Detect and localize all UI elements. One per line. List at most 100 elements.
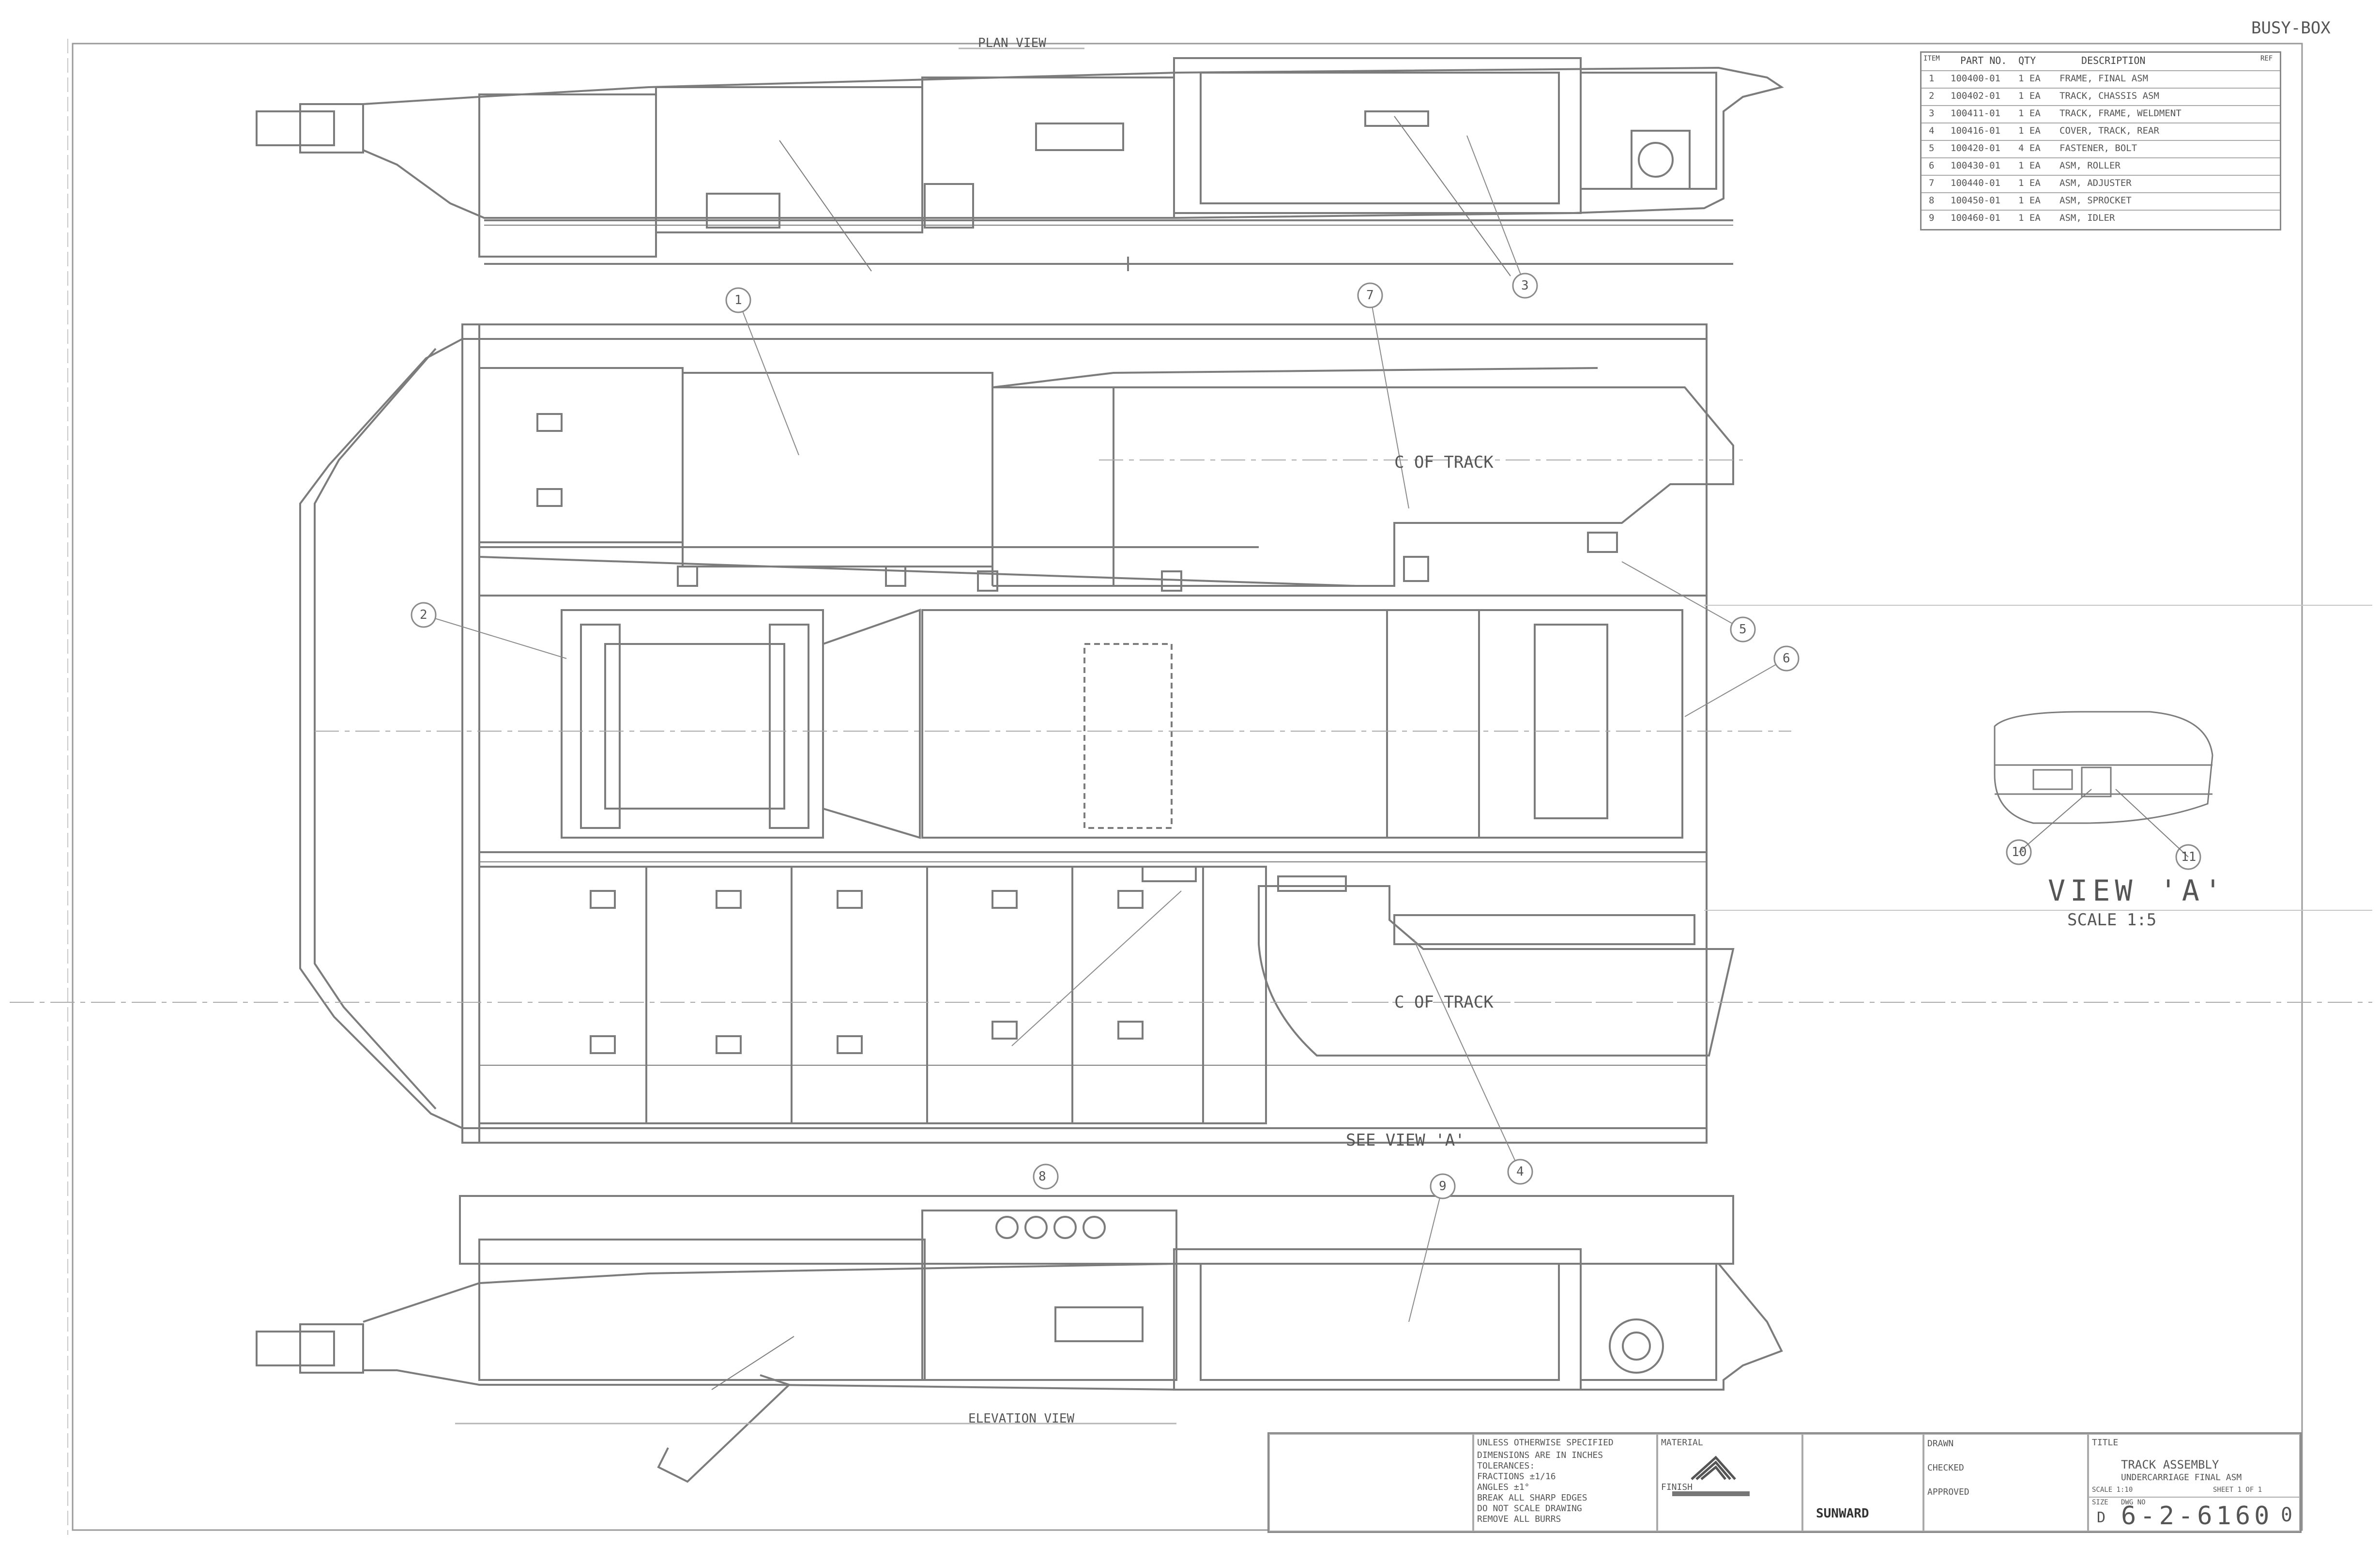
bom-item: 9 bbox=[1929, 213, 1935, 223]
bom-qty: 1 EA bbox=[2018, 125, 2041, 136]
size-label: SIZE bbox=[2092, 1499, 2108, 1506]
bom-header-qty: QTY bbox=[2018, 55, 2036, 66]
bom-row: 7 100440-01 1 EA ASM, ADJUSTER bbox=[1922, 175, 2280, 192]
centerline-note-lower: C OF TRACK bbox=[1394, 993, 1494, 1012]
bom-part: 100450-01 bbox=[1951, 195, 2000, 206]
bom-header-row: ITEM NO PART NO. QTY DESCRIPTION REF bbox=[1922, 53, 2280, 69]
view-a-detail bbox=[1994, 711, 2213, 858]
bom-part: 100416-01 bbox=[1951, 125, 2000, 136]
sheet-label: SHEET 1 OF 1 bbox=[2213, 1486, 2262, 1494]
note-line: DIMENSIONS ARE IN INCHES bbox=[1477, 1450, 1603, 1460]
note-line: BREAK ALL SHARP EDGES bbox=[1477, 1493, 1587, 1503]
bom-part: 100420-01 bbox=[1951, 143, 2000, 153]
scale-label: SCALE 1:10 bbox=[2092, 1486, 2133, 1494]
balloon-number: 9 bbox=[1439, 1179, 1447, 1194]
balloon-number: 11 bbox=[2181, 850, 2197, 864]
bom-row: 1 100400-01 1 EA FRAME, FINAL ASM bbox=[1922, 70, 2280, 87]
bom-item: 1 bbox=[1929, 73, 1935, 84]
bom-qty: 1 EA bbox=[2018, 91, 2041, 101]
balloon-number: 8 bbox=[1038, 1169, 1046, 1184]
plan-view bbox=[299, 323, 1735, 1144]
bom-item: 7 bbox=[1929, 178, 1935, 188]
bottom-elevation-view bbox=[256, 1195, 1783, 1483]
balloon-circles bbox=[411, 273, 2201, 1199]
bom-part: 100402-01 bbox=[1951, 91, 2000, 101]
bom-part: 100411-01 bbox=[1951, 108, 2000, 119]
balloon-number: 4 bbox=[1516, 1164, 1524, 1179]
size-value: D bbox=[2097, 1509, 2106, 1526]
bom-row: 6 100430-01 1 EA ASM, ROLLER bbox=[1922, 157, 2280, 174]
centerline-note-upper: C OF TRACK bbox=[1394, 453, 1494, 472]
bom-desc: TRACK, FRAME, WELDMENT bbox=[2060, 108, 2182, 119]
bom-header-ref: REF bbox=[2260, 55, 2273, 62]
bom-item: 4 bbox=[1929, 125, 1935, 136]
bom-row: 3 100411-01 1 EA TRACK, FRAME, WELDMENT bbox=[1922, 105, 2280, 122]
bom-qty: 1 EA bbox=[2018, 160, 2041, 171]
checked-label: CHECKED bbox=[1927, 1463, 1964, 1473]
bom-qty: 1 EA bbox=[2018, 178, 2041, 188]
bom-qty: 1 EA bbox=[2018, 213, 2041, 223]
title-block: UNLESS OTHERWISE SPECIFIED DIMENSIONS AR… bbox=[1267, 1432, 2302, 1533]
note-line: FRACTIONS ±1/16 bbox=[1477, 1471, 1556, 1482]
bom-row: 9 100460-01 1 EA ASM, IDLER bbox=[1922, 210, 2280, 227]
drawing-number: 6-2-6160 bbox=[2121, 1501, 2273, 1531]
drawing-subtitle: UNDERCARRIAGE FINAL ASM bbox=[2121, 1472, 2242, 1483]
bom-desc: ASM, ROLLER bbox=[2060, 160, 2121, 171]
bom-header-item: ITEM NO bbox=[1923, 55, 1943, 62]
section-label-top: PLAN VIEW bbox=[978, 36, 1046, 50]
leader-lines bbox=[423, 135, 1787, 1322]
bom-part: 100430-01 bbox=[1951, 160, 2000, 171]
bom-item: 2 bbox=[1929, 91, 1935, 101]
bom-desc: ASM, ADJUSTER bbox=[2060, 178, 2132, 188]
bom-desc: COVER, TRACK, REAR bbox=[2060, 125, 2159, 136]
revision: 0 bbox=[2281, 1504, 2293, 1526]
note-line: DO NOT SCALE DRAWING bbox=[1477, 1503, 1582, 1514]
bom-desc: ASM, SPROCKET bbox=[2060, 195, 2132, 206]
finish-label: FINISH bbox=[1661, 1482, 1693, 1492]
bom-qty: 1 EA bbox=[2018, 195, 2041, 206]
bom-qty: 1 EA bbox=[2018, 73, 2041, 84]
approved-label: APPROVED bbox=[1927, 1487, 1969, 1497]
bom-qty: 1 EA bbox=[2018, 108, 2041, 119]
section-label-bottom: ELEVATION VIEW bbox=[968, 1411, 1075, 1426]
bom-qty: 4 EA bbox=[2018, 143, 2041, 153]
view-a-title: VIEW 'A' bbox=[2048, 874, 2227, 908]
bom-item: 5 bbox=[1929, 143, 1935, 153]
dwg-label: DWG NO bbox=[2121, 1499, 2146, 1506]
balloon-number: 5 bbox=[1739, 622, 1747, 637]
bom-desc: TRACK, CHASSIS ASM bbox=[2060, 91, 2159, 101]
bom-desc: FRAME, FINAL ASM bbox=[2060, 73, 2149, 84]
bom-item: 8 bbox=[1929, 195, 1935, 206]
bom-row: 8 100450-01 1 EA ASM, SPROCKET bbox=[1922, 192, 2280, 209]
balloon-number: 10 bbox=[2012, 845, 2027, 859]
bom-part: 100460-01 bbox=[1951, 213, 2000, 223]
balloon-number: 7 bbox=[1366, 288, 1374, 303]
note-line: ANGLES ±1° bbox=[1477, 1482, 1530, 1492]
bom-row: 2 100402-01 1 EA TRACK, CHASSIS ASM bbox=[1922, 88, 2280, 105]
bom-header-part: PART NO. bbox=[1960, 55, 2007, 66]
company-logo bbox=[1672, 1455, 1750, 1496]
balloon-number: 1 bbox=[734, 293, 742, 307]
title-label: TITLE bbox=[2092, 1438, 2119, 1448]
drawing-tag: BUSY-BOX bbox=[2251, 18, 2331, 38]
view-a-note: SEE VIEW 'A' bbox=[1346, 1131, 1465, 1150]
bom-desc: FASTENER, BOLT bbox=[2060, 143, 2137, 153]
bom-row: 4 100416-01 1 EA COVER, TRACK, REAR bbox=[1922, 123, 2280, 139]
tolerance-header: UNLESS OTHERWISE SPECIFIED bbox=[1477, 1438, 1614, 1448]
material-label: MATERIAL bbox=[1661, 1438, 1703, 1448]
bom-part: 100440-01 bbox=[1951, 178, 2000, 188]
bom-item: 6 bbox=[1929, 160, 1935, 171]
balloon-number: 3 bbox=[1521, 278, 1529, 293]
balloon-number: 6 bbox=[1783, 651, 1790, 666]
bom-desc: ASM, IDLER bbox=[2060, 213, 2115, 223]
sheet-border bbox=[72, 43, 2303, 1531]
bill-of-materials: ITEM NO PART NO. QTY DESCRIPTION REF 1 1… bbox=[1920, 51, 2281, 230]
bom-item: 3 bbox=[1929, 108, 1935, 119]
note-line: REMOVE ALL BURRS bbox=[1477, 1514, 1561, 1524]
bom-part: 100400-01 bbox=[1951, 73, 2000, 84]
top-elevation-view bbox=[256, 57, 1784, 276]
note-line: TOLERANCES: bbox=[1477, 1461, 1535, 1471]
drawing-title: TRACK ASSEMBLY bbox=[2121, 1458, 2219, 1471]
company-name: SUNWARD bbox=[1816, 1506, 1869, 1521]
